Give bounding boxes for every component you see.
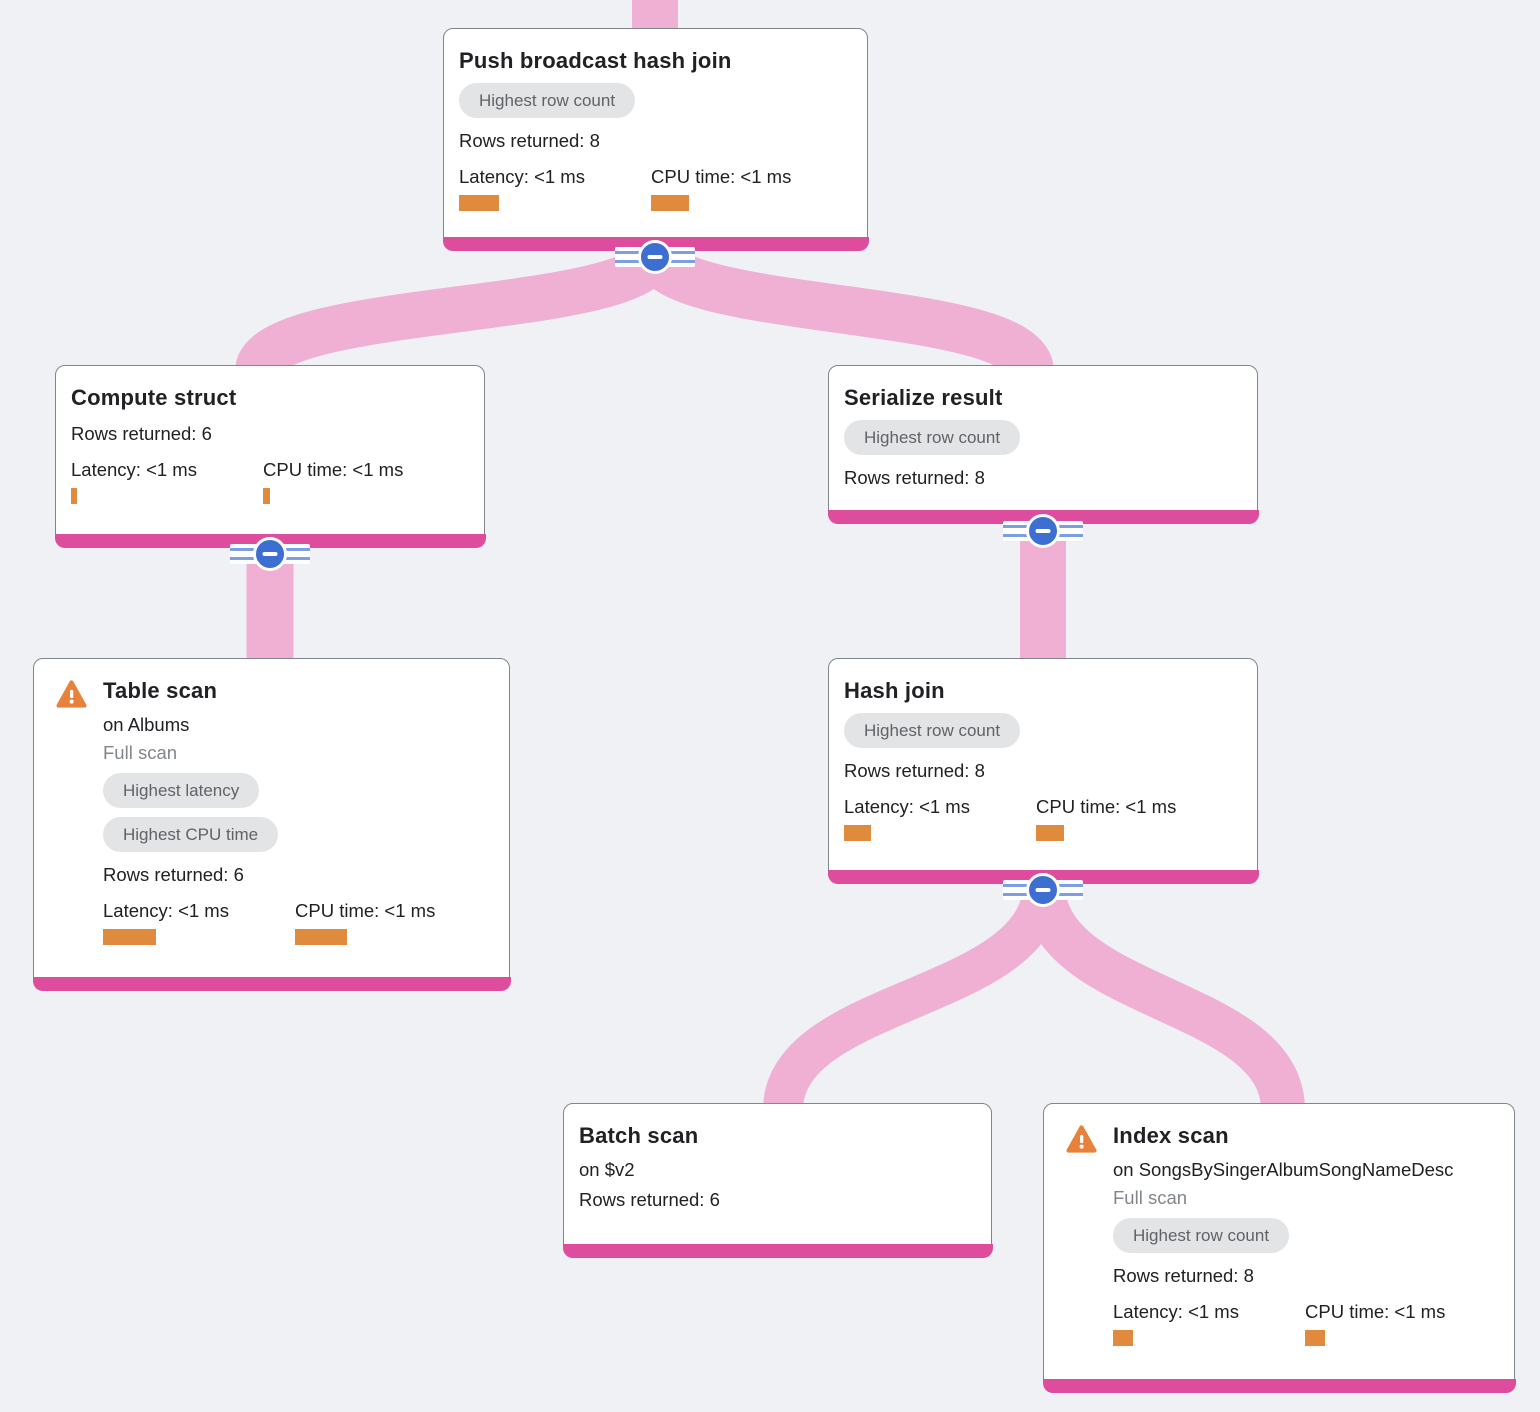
- cpu-time-bar: [651, 195, 689, 211]
- status-badge: Highest row count: [459, 83, 636, 118]
- latency-label: Latency: <1 ms: [459, 166, 585, 187]
- cpu-time-label: CPU time: <1 ms: [651, 166, 792, 187]
- rows-returned-text: Rows returned: 6: [579, 1189, 720, 1210]
- latency-bar: [71, 488, 77, 504]
- latency-label: Latency: <1 ms: [844, 796, 970, 817]
- latency-label: Latency: <1 ms: [1113, 1301, 1239, 1322]
- cpu-time-label: CPU time: <1 ms: [295, 900, 436, 921]
- node-title: Table scan: [103, 678, 218, 703]
- metrics-row: Latency: <1 ms CPU time: <1 ms: [844, 796, 1241, 841]
- node-title: Hash join: [844, 678, 945, 703]
- flow-link-to-index-scan: [1021, 882, 1305, 1112]
- node-card-serialize-result[interactable]: Serialize result Highest row count Rows …: [827, 365, 1259, 524]
- flow-link-to-compute-struct: [235, 243, 678, 378]
- rows-returned-text: Rows returned: 6: [103, 864, 244, 885]
- minus-icon: [638, 240, 672, 274]
- node-title: Serialize result: [844, 385, 1003, 410]
- node-card-compute-struct[interactable]: Compute struct Rows returned: 6 Latency:…: [54, 365, 486, 548]
- warning-icon: [1065, 1124, 1098, 1154]
- status-badge: Highest row count: [844, 713, 1021, 748]
- node-title: Index scan: [1113, 1123, 1229, 1148]
- rows-returned-text: Rows returned: 8: [1113, 1265, 1254, 1286]
- node-card-index-scan[interactable]: Index scan on SongsBySingerAlbumSongName…: [1042, 1103, 1516, 1393]
- rows-returned-text: Rows returned: 8: [844, 760, 985, 781]
- latency-bar: [103, 929, 156, 945]
- cpu-time-bar: [1305, 1330, 1325, 1346]
- latency-label: Latency: <1 ms: [71, 459, 197, 480]
- rows-returned-text: Rows returned: 8: [459, 130, 600, 151]
- cpu-time-label: CPU time: <1 ms: [1036, 796, 1177, 817]
- metrics-row: Latency: <1 ms CPU time: <1 ms: [1113, 1301, 1498, 1346]
- cpu-time-label: CPU time: <1 ms: [263, 459, 404, 480]
- minus-icon: [1026, 514, 1060, 548]
- node-card-hash-join[interactable]: Hash join Highest row count Rows returne…: [827, 658, 1259, 884]
- scan-mode-text: Full scan: [103, 742, 178, 763]
- node-title: Push broadcast hash join: [459, 48, 732, 73]
- latency-bar: [459, 195, 499, 211]
- scan-mode-text: Full scan: [1113, 1187, 1188, 1208]
- status-badge: Highest CPU time: [103, 817, 279, 852]
- node-card-batch-scan[interactable]: Batch scan on $v2 Rows returned: 6: [562, 1103, 993, 1258]
- metrics-row: Latency: <1 ms CPU time: <1 ms: [71, 459, 468, 504]
- minus-icon: [253, 537, 287, 571]
- scan-target-text: on SongsBySingerAlbumSongNameDesc: [1113, 1159, 1454, 1180]
- latency-bar: [844, 825, 871, 841]
- collapse-node-button[interactable]: [230, 537, 310, 571]
- scan-target-text: on $v2: [579, 1159, 635, 1180]
- scan-target-text: on Albums: [103, 714, 190, 735]
- minus-icon: [1026, 873, 1060, 907]
- node-title: Compute struct: [71, 385, 237, 410]
- status-badge: Highest row count: [844, 420, 1021, 455]
- latency-bar: [1113, 1330, 1133, 1346]
- flow-link-to-serialize-result: [631, 243, 1054, 378]
- flow-link-to-batch-scan: [763, 882, 1063, 1112]
- warning-icon: [55, 679, 88, 709]
- collapse-node-button[interactable]: [615, 240, 695, 274]
- status-badge: Highest latency: [103, 773, 260, 808]
- node-card-table-scan[interactable]: Table scan on Albums Full scan Highest l…: [32, 658, 511, 991]
- node-card-push-broadcast-hash-join[interactable]: Push broadcast hash join Highest row cou…: [442, 28, 869, 251]
- metrics-row: Latency: <1 ms CPU time: <1 ms: [103, 900, 493, 945]
- node-title: Batch scan: [579, 1123, 699, 1148]
- rows-returned-text: Rows returned: 6: [71, 423, 212, 444]
- cpu-time-label: CPU time: <1 ms: [1305, 1301, 1446, 1322]
- metrics-row: Latency: <1 ms CPU time: <1 ms: [459, 166, 851, 211]
- cpu-time-bar: [263, 488, 270, 504]
- collapse-node-button[interactable]: [1003, 514, 1083, 548]
- rows-returned-text: Rows returned: 8: [844, 467, 985, 488]
- latency-label: Latency: <1 ms: [103, 900, 229, 921]
- cpu-time-bar: [1036, 825, 1064, 841]
- collapse-node-button[interactable]: [1003, 873, 1083, 907]
- cpu-time-bar: [295, 929, 347, 945]
- status-badge: Highest row count: [1113, 1218, 1290, 1253]
